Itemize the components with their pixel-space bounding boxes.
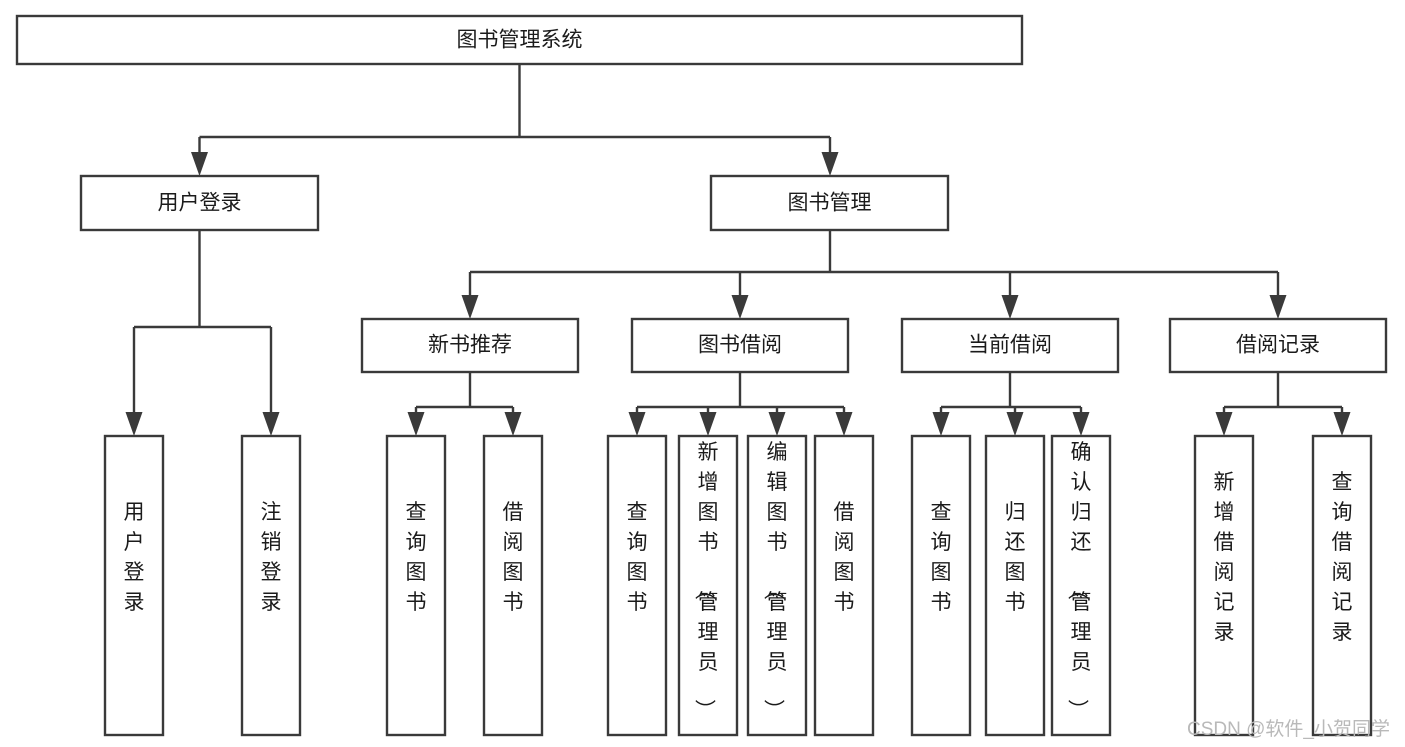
node-newbook-label: 新书推荐 xyxy=(428,334,512,357)
arrow-bookmgmt-to-records xyxy=(1269,295,1287,319)
arrow-root-to-bookmgmt xyxy=(821,152,839,176)
arrow-login-to-logout xyxy=(262,412,280,436)
arrow-borrow-to-query xyxy=(628,412,646,436)
node-newbook-box[interactable] xyxy=(360,317,580,374)
node-cu-query-box[interactable] xyxy=(910,434,972,737)
edge-records-bus xyxy=(1222,372,1344,420)
node-nb-query-label: 查询图书 xyxy=(406,501,427,614)
node-cu-confirm-box[interactable] xyxy=(1050,434,1112,737)
node-borrow-box[interactable] xyxy=(630,317,850,374)
connector-layer xyxy=(125,64,1351,436)
node-bookmgmt[interactable]: 图书管理 xyxy=(709,174,950,232)
node-login-out-box[interactable] xyxy=(240,434,302,737)
node-bw-query[interactable]: 查询图书 xyxy=(606,434,668,737)
edge-login-bus xyxy=(132,230,273,420)
node-bookmgmt-label: 图书管理 xyxy=(788,192,872,215)
node-bookmgmt-box[interactable] xyxy=(709,174,950,232)
edge-bookmgmt-bus xyxy=(468,230,1280,303)
node-login-in-box[interactable] xyxy=(103,434,165,737)
node-nb-borrow[interactable]: 借阅图书 xyxy=(482,434,544,737)
arrow-root-to-login xyxy=(191,152,208,176)
edge-root-bus xyxy=(198,64,832,160)
node-bw-edit[interactable]: 编辑图书（管理员） xyxy=(746,434,808,737)
node-rc-query-box[interactable] xyxy=(1311,434,1373,737)
node-current-box[interactable] xyxy=(900,317,1120,374)
node-login-label: 用户登录 xyxy=(158,192,242,215)
node-bw-borrow-label: 借阅图书 xyxy=(834,501,855,614)
node-rc-query[interactable]: 查询借阅记录 xyxy=(1311,434,1373,737)
node-bw-edit-label: 编辑图书（管理员） xyxy=(762,441,788,720)
node-cu-return[interactable]: 归还图书 xyxy=(984,434,1046,737)
arrow-records-to-add xyxy=(1215,412,1233,436)
node-nb-query[interactable]: 查询图书 xyxy=(385,434,447,737)
node-borrow[interactable]: 图书借阅 xyxy=(630,317,850,374)
node-login-in[interactable]: 用户登录 xyxy=(103,434,165,737)
node-bw-add-box[interactable] xyxy=(677,434,739,737)
node-login-out-label: 注销登录 xyxy=(261,501,282,614)
node-nb-query-box[interactable] xyxy=(385,434,447,737)
node-bw-query-label: 查询图书 xyxy=(627,501,648,614)
node-bw-borrow-box[interactable] xyxy=(813,434,875,737)
node-bw-borrow[interactable]: 借阅图书 xyxy=(813,434,875,737)
node-login-in-label: 用户登录 xyxy=(124,501,145,614)
node-login-out[interactable]: 注销登录 xyxy=(240,434,302,737)
arrow-current-to-return xyxy=(1006,412,1024,436)
node-login[interactable]: 用户登录 xyxy=(79,174,320,232)
node-cu-query[interactable]: 查询图书 xyxy=(910,434,972,737)
arrow-current-to-confirm xyxy=(1072,412,1090,436)
node-current-label: 当前借阅 xyxy=(968,334,1052,357)
node-bw-query-box[interactable] xyxy=(606,434,668,737)
arrow-bookmgmt-to-newbook xyxy=(461,295,479,319)
edge-newbook-bus xyxy=(414,372,515,420)
arrow-records-to-query xyxy=(1333,412,1351,436)
node-cu-query-label: 查询图书 xyxy=(931,501,952,614)
node-cu-confirm[interactable]: 确认归还（管理员） xyxy=(1050,434,1112,737)
edge-borrow-bus xyxy=(635,372,846,420)
arrow-login-to-userlogin xyxy=(125,412,143,436)
node-records-label: 借阅记录 xyxy=(1236,334,1320,357)
node-cu-return-label: 归还图书 xyxy=(1005,501,1026,614)
arrow-borrow-to-add xyxy=(699,412,717,436)
node-records[interactable]: 借阅记录 xyxy=(1168,317,1388,374)
node-rc-add-box[interactable] xyxy=(1193,434,1255,737)
node-cu-return-box[interactable] xyxy=(984,434,1046,737)
node-root-label: 图书管理系统 xyxy=(457,29,583,52)
node-current[interactable]: 当前借阅 xyxy=(900,317,1120,374)
node-rc-add[interactable]: 新增借阅记录 xyxy=(1193,434,1255,737)
node-rc-add-label: 新增借阅记录 xyxy=(1214,471,1235,644)
node-newbook[interactable]: 新书推荐 xyxy=(360,317,580,374)
arrow-borrow-to-borrowbook xyxy=(835,412,853,436)
arrow-bookmgmt-to-borrow xyxy=(731,295,749,319)
node-cu-confirm-label: 确认归还（管理员） xyxy=(1066,441,1092,720)
node-records-box[interactable] xyxy=(1168,317,1388,374)
node-nb-borrow-box[interactable] xyxy=(482,434,544,737)
node-root-box[interactable] xyxy=(15,14,1024,66)
arrow-current-to-query xyxy=(932,412,950,436)
node-borrow-label: 图书借阅 xyxy=(698,334,782,357)
arrow-bookmgmt-to-current xyxy=(1001,295,1019,319)
arrow-borrow-to-edit xyxy=(768,412,786,436)
csdn-watermark: CSDN @软件_小贺同学 xyxy=(1187,718,1390,740)
node-bw-edit-box[interactable] xyxy=(746,434,808,737)
node-login-box[interactable] xyxy=(79,174,320,232)
arrow-newbook-to-query xyxy=(407,412,425,436)
node-nb-borrow-label: 借阅图书 xyxy=(503,501,524,614)
node-bw-add[interactable]: 新增图书（管理员） xyxy=(677,434,739,737)
node-rc-query-label: 查询借阅记录 xyxy=(1332,471,1353,644)
node-root[interactable]: 图书管理系统 xyxy=(15,14,1024,66)
arrow-newbook-to-borrow xyxy=(504,412,522,436)
node-bw-add-label: 新增图书（管理员） xyxy=(693,441,719,720)
